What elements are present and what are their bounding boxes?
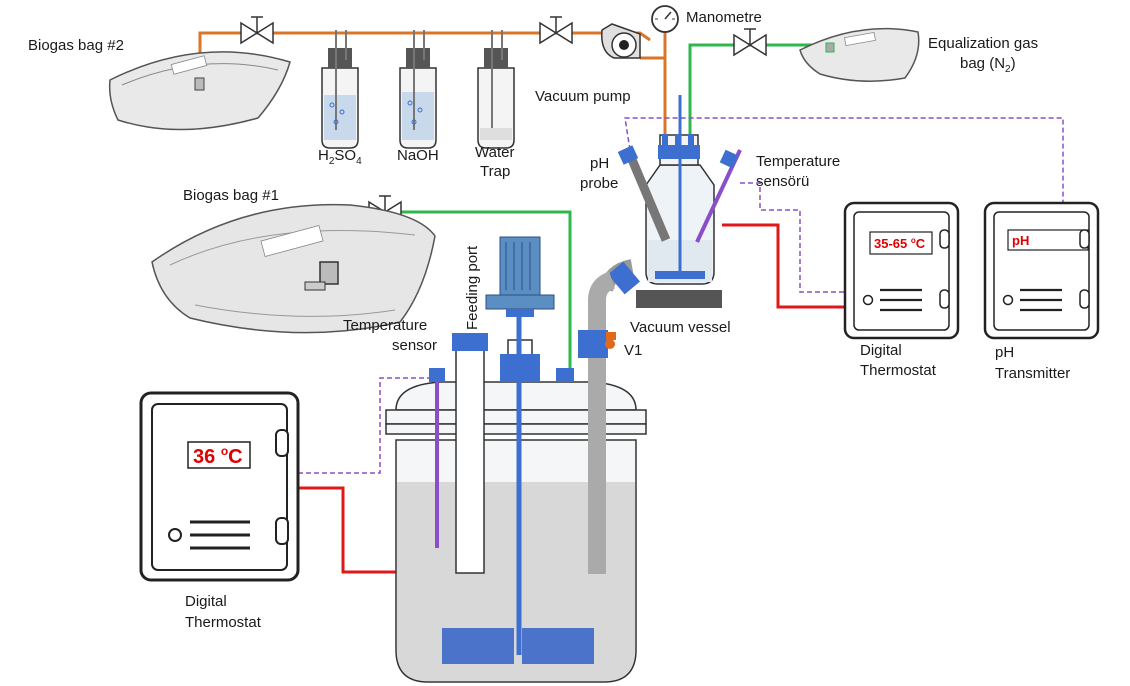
ph-probe-label-1: pH — [590, 155, 609, 172]
temperature-sensor-label-1: Temperature — [343, 317, 427, 334]
ph-transmitter-label-2: Transmitter — [995, 365, 1070, 382]
digester-reactor — [385, 236, 647, 683]
temperature-sensoru-label-2: sensörü — [756, 173, 809, 190]
vessel-thermostat-display: 35-65 oC — [874, 236, 926, 251]
equalization-label-2: bag (N2) — [960, 55, 1016, 75]
vessel-thermostat-red-line — [722, 223, 845, 309]
naoh-scrubber-bottle — [399, 30, 437, 149]
valve-icon — [539, 16, 573, 45]
v1-label: V1 — [624, 342, 642, 359]
vessel-digital-thermostat — [843, 201, 960, 340]
vacuum-pump-label: Vacuum pump — [535, 88, 631, 105]
water-trap-label-2: Trap — [480, 163, 510, 180]
ph-transmitter-label-1: pH — [995, 344, 1014, 361]
equalization-green-line — [688, 43, 830, 136]
main-digital-thermostat — [139, 391, 300, 582]
sensor-dashed-line-main — [298, 377, 434, 474]
manometre-icon — [651, 5, 679, 58]
valve-icon — [733, 28, 767, 57]
biogas-bag-2-icon — [108, 51, 291, 131]
vessel-thermostat-label-1: Digital — [860, 342, 902, 359]
water-trap-bottle — [477, 30, 515, 149]
equalization-gas-bag-icon — [799, 27, 920, 82]
biogas-bag-2-label: Biogas bag #2 — [28, 37, 124, 54]
main-thermostat-red-line — [298, 486, 396, 574]
temperature-sensoru-label-1: Temperature — [756, 153, 840, 170]
vacuum-vessel — [599, 95, 742, 308]
vessel-thermostat-label-2: Thermostat — [860, 362, 937, 379]
water-trap-label-1: Water — [475, 144, 514, 161]
h2so4-scrubber-bottle — [321, 30, 359, 149]
feeding-port-label: Feeding port — [464, 245, 481, 330]
vacuum-vessel-label: Vacuum vessel — [630, 319, 731, 336]
vacuum-pump-icon — [601, 23, 641, 59]
h2so4-label: H2SO4 — [318, 147, 362, 167]
biogas-bag-1-icon — [151, 203, 436, 334]
valve-icon — [240, 16, 274, 45]
biogas-bag-1-label: Biogas bag #1 — [183, 187, 279, 204]
manometre-label: Manometre — [686, 9, 762, 26]
pump-to-vessel-line — [640, 56, 667, 136]
equalization-label-1: Equalization gas — [928, 35, 1038, 52]
main-thermostat-label-1: Digital — [185, 593, 227, 610]
main-thermostat-display: 36 oC — [193, 444, 243, 468]
sensor-dashed-line-vessel — [740, 182, 845, 293]
ph-transmitter-display: pH — [1012, 233, 1029, 248]
temperature-sensor-label-2: sensor — [392, 337, 437, 354]
main-thermostat-label-2: Thermostat — [185, 614, 262, 631]
ph-dashed-line — [624, 117, 1064, 205]
ph-probe-label-2: probe — [580, 175, 618, 192]
naoh-label: NaOH — [397, 147, 439, 164]
ph-transmitter — [983, 201, 1100, 340]
